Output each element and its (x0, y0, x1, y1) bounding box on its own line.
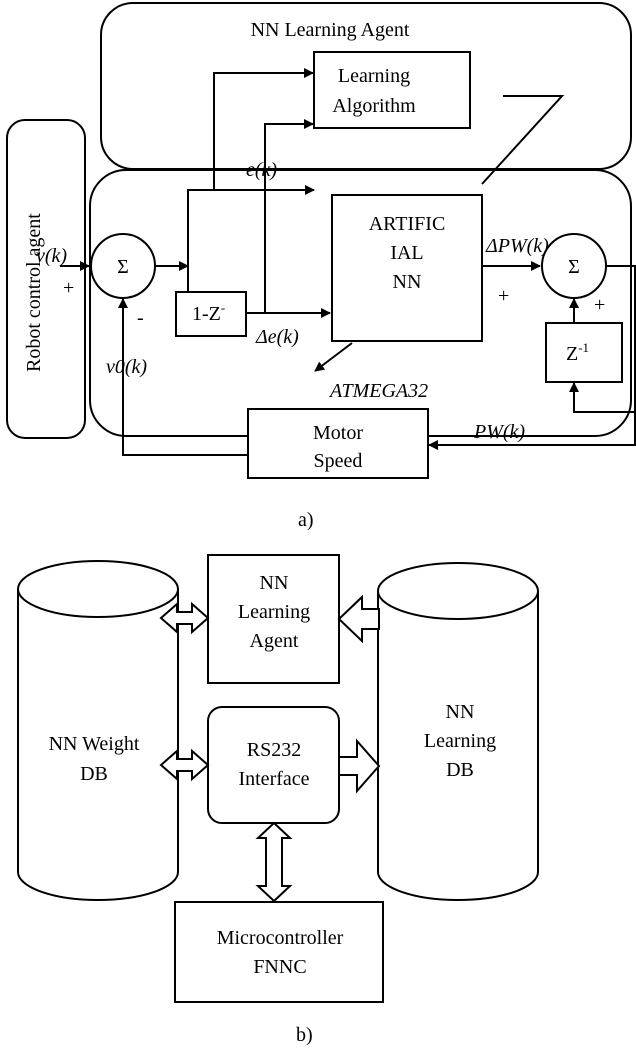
microcontroller-box (174, 901, 384, 1003)
nn-learning-agent-line2: Learning (238, 601, 310, 623)
rs232-line1: RS232 (247, 739, 301, 761)
delay-block (175, 291, 247, 337)
training-signal-line (481, 95, 565, 185)
learning-algorithm-line1: Learning (338, 65, 410, 87)
figure-a: NN Learning Agent Learning Algorithm Rob… (6, 2, 636, 531)
atmega-label: ATMEGA32 (328, 380, 428, 402)
unit-delay-block (545, 322, 623, 383)
learning-algorithm-box (313, 51, 471, 129)
nn-learning-db-cylinder (377, 562, 539, 901)
learning-algorithm-line2: Algorithm (332, 95, 416, 117)
delay-block-label: 1-Z- (192, 300, 225, 325)
nn-learning-db-line1: NN (446, 701, 475, 723)
sum-symbol-1: Σ (117, 256, 129, 278)
rs232-microcontroller-double-arrow (255, 821, 293, 903)
atmega-pointer-arrow (314, 342, 353, 372)
feedback-v0-label: v0(k) (106, 356, 147, 378)
nn-learning-agent-title: NN Learning Agent (251, 19, 410, 41)
z-plus-sign: + (594, 294, 605, 316)
nn-weight-db-line2: DB (80, 763, 108, 785)
microcontroller-line1: Microcontroller (217, 927, 344, 949)
feedback-minus-sign: - (137, 307, 144, 329)
rs232-to-learning-db-arrow (338, 738, 381, 794)
nn-weight-db-cylinder (17, 560, 179, 901)
motor-speed-box (247, 408, 429, 479)
unit-delay-label: Z-1 (566, 340, 589, 365)
motor-speed-line1: Motor (313, 422, 363, 444)
caption-b: b) (296, 1024, 313, 1046)
figure-b: NN Weight DB NN Learning DB NN Learning … (17, 554, 539, 1046)
nn-learning-agent-box (207, 554, 340, 684)
input-plus-sign: + (63, 277, 74, 299)
ann-label-line1: ARTIFIC (369, 213, 446, 235)
error-to-learning-algorithm (213, 68, 314, 190)
nn-weight-db-line1: NN Weight (49, 733, 140, 755)
error-label: e(k) (246, 159, 277, 181)
delta-pw-label: ΔPW(k) (485, 235, 549, 257)
weight-db-agent-double-arrow (159, 601, 210, 635)
nn-learning-agent-line3: Agent (250, 630, 299, 652)
nn-learning-db-line2: Learning (424, 730, 496, 752)
z-feedback-path (569, 382, 635, 413)
rs232-interface-box (207, 706, 340, 824)
artificial-nn-box (331, 194, 483, 342)
rs232-line2: Interface (238, 768, 309, 790)
ann-label-line2: IAL (390, 242, 423, 264)
sum2-output-path (428, 265, 636, 450)
delta-error-to-learning-algorithm (264, 119, 314, 313)
ann-label-line3: NN (393, 271, 422, 293)
learning-db-to-agent-arrow (337, 594, 380, 644)
motor-speed-line2: Speed (314, 450, 363, 472)
caption-a: a) (298, 509, 314, 531)
microcontroller-line2: FNNC (253, 956, 306, 978)
robot-control-agent-box (6, 119, 86, 439)
error-path (187, 185, 315, 313)
pw-label: PW(k) (473, 421, 525, 443)
speed-feedback-path (118, 298, 248, 456)
robot-control-agent-label: Robot control agent (23, 213, 45, 372)
input-v-label: v(k) (36, 245, 67, 267)
sum-symbol-2: Σ (568, 256, 580, 278)
delta-pw-plus-sign: + (498, 285, 509, 307)
delta-error-label: Δe(k) (255, 326, 299, 348)
weight-db-rs232-double-arrow (159, 748, 210, 782)
nn-learning-agent-line1: NN (260, 572, 289, 594)
nn-learning-db-line3: DB (446, 759, 474, 781)
